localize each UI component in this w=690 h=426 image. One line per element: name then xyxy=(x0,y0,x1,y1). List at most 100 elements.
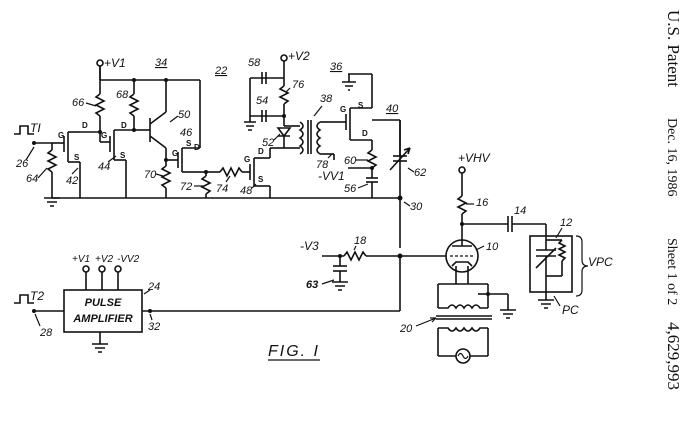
patent-header: U.S. Patent Dec. 16, 1986 Sheet 1 of 2 4… xyxy=(664,10,683,390)
t1-label: TI xyxy=(30,121,41,135)
label-28: 28 xyxy=(39,327,53,339)
v1-label: +V1 xyxy=(104,56,126,70)
label-30: 30 xyxy=(410,201,423,213)
label-42: 42 xyxy=(66,175,78,187)
label-38: 38 xyxy=(320,93,333,105)
label-40: 40 xyxy=(386,103,399,115)
label-56: 56 xyxy=(344,183,357,195)
fet-48: G D S 48 xyxy=(240,147,284,198)
fet-44: G D S 44 xyxy=(98,121,134,198)
patent-title: U.S. Patent xyxy=(664,10,683,87)
amp-line2: AMPLIFIER xyxy=(72,313,132,325)
variable-capacitor-62: 62 xyxy=(372,119,426,179)
figure-caption: FIG. I xyxy=(268,343,320,360)
svg-text:S: S xyxy=(186,139,192,148)
transistor-50: 50 xyxy=(134,78,191,160)
svg-text:G: G xyxy=(244,155,250,164)
amp-line1: PULSE xyxy=(85,297,122,309)
t2-label: T2 xyxy=(30,289,44,303)
mv1-label: -VV1 xyxy=(318,169,345,183)
svg-text:S: S xyxy=(258,175,264,184)
vhv-label: +VHV xyxy=(458,151,491,165)
diode-52: 52 xyxy=(262,127,292,149)
label-58: 58 xyxy=(248,57,261,69)
capacitor-56: 56 xyxy=(344,177,378,198)
supply-v1: +V1 34 22 xyxy=(96,56,227,81)
filament-transformer-20: 20 xyxy=(399,283,516,364)
label-48: 48 xyxy=(240,185,253,197)
label-66: 66 xyxy=(72,97,85,109)
label-26: 26 xyxy=(15,158,29,170)
amp-vv2-label: -VV2 xyxy=(117,254,140,265)
amp-output-line: 32 xyxy=(142,256,401,333)
label-50: 50 xyxy=(178,109,191,121)
capacitor-14: 14 xyxy=(462,205,547,236)
label-16: 16 xyxy=(476,197,489,209)
svg-text:S: S xyxy=(358,101,364,110)
label-46: 46 xyxy=(180,127,193,139)
probe-12: 12 VPC PC xyxy=(529,217,613,317)
svg-text:D: D xyxy=(121,121,127,130)
resistor-18: -V3 18 xyxy=(300,235,400,262)
label-54: 54 xyxy=(256,95,268,107)
patent-number: 4,629,993 xyxy=(664,322,683,390)
pulse-amplifier-24: PULSE AMPLIFIER 24 +V1 +V2 -VV2 xyxy=(63,254,160,353)
resistor-72: 72 xyxy=(180,170,212,198)
label-24: 24 xyxy=(147,281,160,293)
label-70: 70 xyxy=(144,169,157,181)
svg-text:G: G xyxy=(58,131,64,140)
pc-label: PC xyxy=(562,303,579,317)
vacuum-tube-10: 10 xyxy=(397,238,499,284)
label-18: 18 xyxy=(354,235,367,247)
supply-v2: +V2 58 54 xyxy=(244,49,310,131)
mv3-label: -V3 xyxy=(300,239,319,253)
amp-v1-label: +V1 xyxy=(72,254,90,265)
svg-text:D: D xyxy=(362,129,368,138)
label-74: 74 xyxy=(216,183,228,195)
resistor-60: 60 -VV1 xyxy=(318,149,378,183)
label-63: 63 xyxy=(306,279,318,291)
fet-42: G D S 42 xyxy=(52,121,88,198)
capacitor-63: 63 xyxy=(306,256,348,291)
label-62: 62 xyxy=(414,167,426,179)
input-t2: T2 28 xyxy=(14,289,64,339)
resistor-68: 68 xyxy=(116,78,140,132)
label-34: 34 xyxy=(155,57,167,69)
resistor-70: 70 xyxy=(144,160,172,198)
svg-text:G: G xyxy=(101,131,107,140)
label-76: 76 xyxy=(292,79,305,91)
transformer-38: 38 78 xyxy=(284,93,335,171)
label-32: 32 xyxy=(148,321,160,333)
vpc-label: VPC xyxy=(588,255,613,269)
label-52: 52 xyxy=(262,137,274,149)
resistor-74: 74 xyxy=(206,166,250,195)
label-60: 60 xyxy=(344,155,357,167)
amp-v2-label: +V2 xyxy=(95,254,114,265)
label-22: 22 xyxy=(214,65,227,77)
fet-40: G S D 36 40 xyxy=(330,61,399,150)
label-78: 78 xyxy=(316,159,329,171)
fet-46: G S D 46 xyxy=(164,80,201,173)
resistor-64: 64 xyxy=(26,143,60,207)
label-72: 72 xyxy=(180,181,192,193)
label-14: 14 xyxy=(514,205,526,217)
svg-text:D: D xyxy=(258,147,264,156)
label-68: 68 xyxy=(116,89,129,101)
label-64: 64 xyxy=(26,173,38,185)
label-44: 44 xyxy=(98,161,110,173)
label-10: 10 xyxy=(486,241,499,253)
svg-text:S: S xyxy=(74,153,80,162)
resistor-76: 76 xyxy=(278,78,305,126)
svg-text:G: G xyxy=(340,105,346,114)
input-t1: TI 26 xyxy=(14,121,52,170)
svg-text:S: S xyxy=(120,151,126,160)
svg-text:D: D xyxy=(82,121,88,130)
label-12: 12 xyxy=(560,217,572,229)
v2-label: +V2 xyxy=(288,49,310,63)
sheet-number: Sheet 1 of 2 xyxy=(664,238,679,305)
label-20: 20 xyxy=(399,323,413,335)
resistor-16: +VHV 16 xyxy=(456,151,491,238)
patent-date: Dec. 16, 1986 xyxy=(664,118,679,197)
label-36: 36 xyxy=(330,61,343,73)
